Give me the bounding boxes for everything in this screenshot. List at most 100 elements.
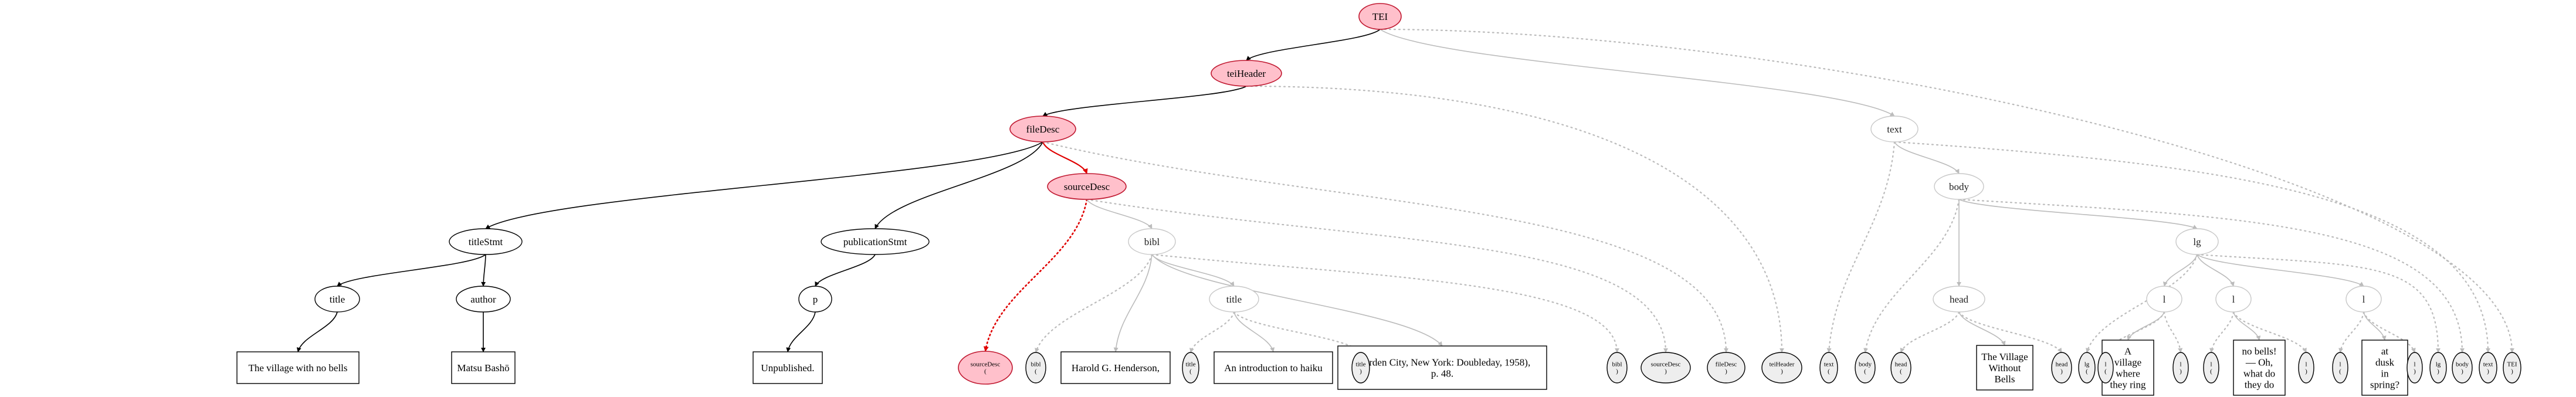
node-label: sourceDesc	[1064, 181, 1110, 192]
node-ellipse	[1890, 352, 1911, 384]
node-body: body	[1934, 173, 1984, 200]
node-close-lg-open: lg(	[2078, 352, 2096, 384]
node-label: l	[2232, 294, 2235, 305]
node-publicationstmt: publicationStmt	[821, 228, 930, 255]
node-leaf-author-text: Matsu Bashō	[451, 351, 516, 384]
node-label: author	[470, 294, 496, 305]
node-title-stmt: title	[314, 286, 360, 313]
node-l2: l	[2215, 286, 2252, 313]
node-close-l3-open: l(	[2332, 352, 2348, 384]
node-ellipse	[1128, 228, 1176, 255]
node-close-sourcedesc-close: sourceDesc)	[1640, 352, 1691, 384]
edge-l2-to-close_l2_open	[2209, 311, 2235, 354]
node-label: dusk	[2375, 357, 2395, 368]
node-label: )	[1616, 368, 1618, 375]
edge-text-to-close_text_close	[1893, 141, 2490, 354]
node-ellipse	[1761, 352, 1802, 384]
node-close-body-close: body)	[2452, 352, 2473, 384]
node-close-l3-close: l)	[2406, 352, 2423, 384]
node-close-title-open: title(	[1182, 352, 1199, 384]
edge-fileDesc-to-sourceDesc	[1042, 141, 1088, 174]
edge-bibl-to-leaf_imprint	[1151, 254, 1443, 347]
node-label: Without	[1988, 362, 2021, 374]
node-bibl: bibl	[1128, 228, 1176, 255]
node-ellipse	[1934, 173, 1984, 200]
node-ellipse	[2146, 286, 2182, 313]
node-ellipse	[1211, 60, 1282, 87]
edge-p-to-leaf_p_text	[786, 311, 816, 352]
node-close-bibl-open: bibl(	[1025, 352, 1046, 384]
edge-lg-to-l2	[2197, 254, 2235, 287]
edge-body-to-close_body_open	[1863, 198, 1960, 354]
node-ellipse	[1819, 352, 1838, 384]
node-label: bibl	[1031, 361, 1040, 368]
node-label: fileDesc	[1026, 124, 1060, 135]
node-label: p	[813, 294, 818, 305]
leaf-box	[753, 351, 823, 384]
node-ellipse	[1855, 352, 1876, 384]
edge-text-to-close_text_open	[1826, 141, 1896, 354]
edge-head-to-close_head_close	[1958, 311, 2063, 354]
node-label: l	[2305, 361, 2307, 368]
node-tei: TEI	[1358, 3, 1402, 30]
node-label: (	[1828, 368, 1830, 375]
node-label: lg	[2193, 236, 2201, 247]
node-close-text-close: text)	[2479, 352, 2497, 384]
node-label: )	[2414, 368, 2416, 375]
node-ellipse	[1209, 286, 1259, 313]
edge-bibl-to-close_bibl_close	[1151, 253, 1619, 354]
leaf-box	[1060, 351, 1171, 384]
node-label: teiHeader	[1227, 68, 1266, 79]
node-close-l1-open: l(	[2097, 352, 2114, 384]
node-label: (	[2104, 368, 2107, 375]
node-label: A	[2124, 345, 2132, 357]
node-ellipse	[821, 228, 930, 255]
edge-l1-to-leaf_l1_text	[2127, 311, 2165, 341]
edge-l1-to-close_l1_close	[2163, 311, 2183, 354]
node-ellipse	[2051, 352, 2072, 384]
node-titlestmt: titleStmt	[449, 228, 523, 255]
node-ellipse	[314, 286, 360, 313]
node-ellipse	[2298, 352, 2314, 384]
node-label: where	[2116, 368, 2140, 379]
node-label: titleStmt	[469, 236, 503, 247]
node-ellipse	[1707, 352, 1745, 384]
node-label: in	[2381, 368, 2389, 379]
node-close-text-open: text(	[1819, 352, 1838, 384]
edge-body-to-close_body_close	[1958, 198, 2465, 354]
leaf-box	[451, 351, 516, 384]
edge-publicationStmt-to-p	[815, 254, 876, 287]
edge-layer	[296, 28, 2514, 354]
edge-body-to-lg	[1958, 199, 2198, 229]
node-label: text	[2483, 361, 2493, 368]
leaf-box	[1337, 345, 1547, 390]
node-ellipse	[2503, 352, 2521, 384]
edge-bibl-to-close_bibl_open	[1035, 253, 1153, 354]
edge-lg-to-close_lg_open	[2086, 253, 2198, 354]
node-label: (	[1900, 368, 1902, 375]
node-label: head	[1950, 294, 1969, 305]
edge-text-to-body	[1894, 141, 1960, 174]
node-ellipse	[1640, 352, 1691, 384]
node-label: )	[1725, 368, 1727, 375]
node-ellipse	[2332, 352, 2348, 384]
node-ellipse	[2097, 352, 2114, 384]
node-label: )	[1665, 368, 1667, 375]
edge-teiHeader-to-fileDesc	[1042, 86, 1247, 117]
node-label: (	[1864, 368, 1866, 375]
edge-bibl-to-bibl_title	[1151, 254, 1235, 287]
node-label: (	[2086, 368, 2088, 375]
node-label: spring?	[2370, 379, 2399, 390]
node-label: p. 48.	[1431, 368, 1453, 379]
node-ellipse	[1182, 352, 1199, 384]
edge-TEI-to-teiHeader	[1246, 29, 1381, 61]
node-ellipse	[1009, 116, 1076, 142]
edge-lg-to-close_lg_close	[2196, 253, 2441, 354]
node-label: at	[2381, 345, 2389, 357]
node-label: l	[2163, 294, 2166, 305]
node-author: author	[456, 286, 511, 313]
node-ellipse	[1025, 352, 1046, 384]
node-ellipse	[1933, 286, 1985, 313]
